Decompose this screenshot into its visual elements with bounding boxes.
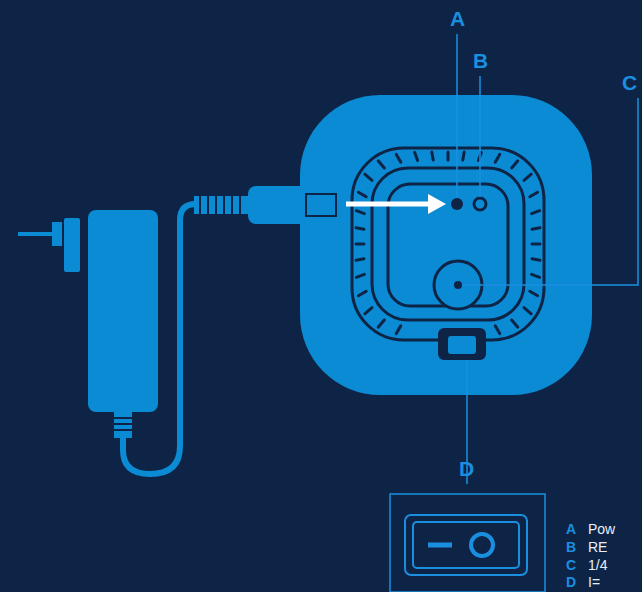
legend-text: Pow [588, 522, 615, 536]
switch-small [448, 336, 476, 354]
ring-tick [495, 326, 500, 334]
callout-letter: C [622, 72, 637, 93]
ring-tick [532, 259, 540, 260]
legend-text: I= [588, 575, 600, 589]
legend-text: RE [588, 540, 607, 554]
plug-relief [194, 196, 248, 214]
legend-letter: C [566, 558, 576, 572]
ring-tick [396, 326, 401, 334]
plug-ridge [231, 196, 233, 214]
ring-tick [512, 161, 518, 168]
legend-letter: A [566, 522, 576, 536]
power-port [451, 198, 463, 210]
ring-tick [463, 152, 464, 160]
ring-tick [447, 152, 450, 160]
ring-tick [524, 308, 531, 314]
ring-tick [530, 192, 538, 197]
ring-tick [432, 152, 433, 160]
plug-ridge [223, 196, 225, 214]
switch-notch [438, 328, 486, 360]
ring-inner [372, 168, 524, 320]
callout-letter: B [473, 50, 488, 71]
ring-tick [365, 174, 372, 180]
ring-tick [415, 152, 418, 160]
device-body [300, 95, 592, 395]
ring-tick [356, 274, 364, 277]
ring-tick [358, 192, 366, 197]
switch-on-mark [471, 534, 493, 556]
cable-relief [114, 412, 132, 438]
plug-ridges [200, 196, 240, 214]
ring-tick [495, 154, 500, 162]
ring-tick [356, 211, 364, 214]
reset-button [474, 198, 486, 210]
plug-ridge [239, 196, 241, 214]
ring-tick [524, 174, 531, 180]
ring-tick [532, 274, 540, 277]
legend-text: 1/4 [588, 558, 607, 572]
ring-tick [396, 154, 401, 162]
insert-arrow [346, 202, 432, 207]
power-adapter [88, 210, 158, 412]
leader-line [462, 98, 638, 285]
ring-tick [365, 308, 372, 314]
leader-line [479, 76, 481, 197]
ring-tick [356, 228, 364, 229]
ring-tick [532, 228, 540, 229]
ring-ticks [356, 152, 540, 334]
plug-tip [306, 194, 336, 216]
ring-tick [532, 211, 540, 214]
ring-tick [356, 259, 364, 260]
ring-tick [530, 291, 538, 296]
ring-tick [532, 243, 540, 246]
plug-ridge [199, 196, 201, 214]
adapter-prong-base [52, 222, 62, 246]
plug-body [248, 186, 308, 224]
adapter-prong [18, 232, 52, 236]
switch-rocker [413, 522, 519, 568]
leader-line [456, 34, 458, 197]
ring-tick [512, 320, 518, 327]
legend-letter: B [566, 540, 576, 554]
ring-tick [356, 243, 364, 246]
callout-letter: A [450, 8, 465, 29]
switch-outline [405, 515, 527, 575]
switch-off-mark [428, 543, 452, 548]
insert-arrowhead [428, 194, 446, 214]
ring-tick [378, 161, 384, 168]
adapter-plug [64, 218, 80, 272]
ring-tick [358, 291, 366, 296]
legend-letter: D [566, 575, 576, 589]
relief-ridges [114, 418, 132, 430]
callout-letter: D [459, 458, 474, 479]
ring-outer [352, 148, 544, 340]
plug-ridge [207, 196, 209, 214]
switch-detail-box [390, 494, 545, 592]
plug-ridge [215, 196, 217, 214]
cable [123, 204, 196, 474]
ring-tick [378, 320, 384, 327]
mount-center [454, 281, 462, 289]
